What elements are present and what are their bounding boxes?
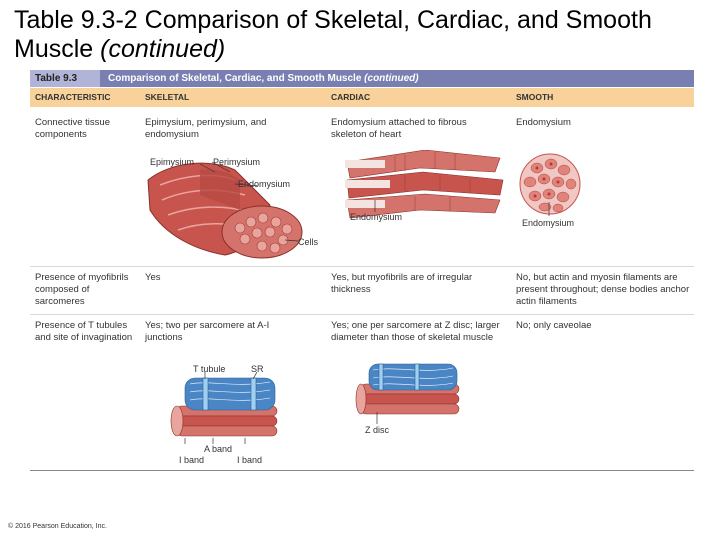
label-endomysium-smooth: Endomysium bbox=[522, 218, 575, 228]
table-header-band: Table 9.3 Comparison of Skeletal, Cardia… bbox=[30, 70, 694, 87]
label-a-band: A band bbox=[204, 444, 233, 454]
label-epimysium: Epimysium bbox=[150, 157, 195, 167]
row3-skeletal: Yes; two per sarcomere at A-I junctions bbox=[145, 320, 270, 343]
slide-title: Table 9.3-2 Comparison of Skeletal, Card… bbox=[14, 6, 714, 64]
row3-smooth: No; only caveolae bbox=[516, 320, 592, 331]
label-z-disc: Z disc bbox=[365, 425, 390, 435]
row2-smooth: No, but actin and myosin filaments are p… bbox=[516, 272, 690, 307]
label-sr: SR bbox=[251, 364, 264, 374]
table-title-continued: (continued) bbox=[364, 73, 419, 84]
column-header-smooth: SMOOTH bbox=[516, 92, 554, 102]
row2-skeletal: Yes bbox=[145, 272, 161, 283]
cardiac-t-tubule-illustration bbox=[355, 363, 460, 424]
column-header-row: CHARACTERISTIC SKELETAL CARDIAC SMOOTH bbox=[30, 88, 694, 107]
row3-cardiac: Yes; one per sarcomere at Z disc; larger… bbox=[331, 320, 500, 343]
row-divider-2 bbox=[30, 314, 694, 315]
skeletal-t-tubule-illustration bbox=[170, 372, 278, 444]
column-header-characteristic: CHARACTERISTIC bbox=[35, 92, 111, 102]
table-number: Table 9.3 bbox=[30, 70, 100, 87]
label-endomysium-skeletal: Endomysium bbox=[238, 179, 291, 189]
row2-characteristic: Presence of myofibrils composed of sarco… bbox=[35, 272, 129, 307]
copyright-notice: © 2016 Pearson Education, Inc. bbox=[8, 523, 107, 530]
row-divider-1 bbox=[30, 266, 694, 267]
label-cells: Cells bbox=[298, 237, 319, 247]
label-i-band-left: I band bbox=[179, 455, 205, 465]
row1-skeletal: Epimysium, perimysium, and endomysium bbox=[145, 117, 267, 140]
row2-cardiac: Yes, but myofibrils are of irregular thi… bbox=[331, 272, 473, 295]
label-i-band-right: I band bbox=[237, 455, 263, 465]
skeletal-connective-tissue-illustration bbox=[147, 161, 303, 259]
row1-smooth: Endomysium bbox=[516, 117, 571, 128]
row3-characteristic: Presence of T tubules and site of invagi… bbox=[35, 320, 133, 343]
cardiac-connective-tissue-illustration bbox=[345, 150, 504, 219]
slide-title-continued: (continued) bbox=[100, 35, 226, 63]
row1-characteristic: Connective tissue components bbox=[35, 117, 110, 140]
table-title: Comparison of Skeletal, Cardiac, and Smo… bbox=[108, 70, 419, 87]
smooth-connective-tissue-illustration bbox=[519, 153, 581, 216]
table-bottom-rule bbox=[30, 470, 694, 471]
column-header-cardiac: CARDIAC bbox=[331, 92, 371, 102]
row1-cardiac: Endomysium attached to fibrous skeleton … bbox=[331, 117, 467, 140]
column-header-skeletal: SKELETAL bbox=[145, 92, 190, 102]
table-title-main: Comparison of Skeletal, Cardiac, and Smo… bbox=[108, 73, 365, 84]
label-endomysium-cardiac: Endomysium bbox=[350, 212, 403, 222]
slide-title-main: Table 9.3-2 Comparison of Skeletal, Card… bbox=[14, 6, 652, 63]
label-t-tubule: T tubule bbox=[193, 364, 226, 374]
label-perimysium: Perimysium bbox=[213, 157, 261, 167]
